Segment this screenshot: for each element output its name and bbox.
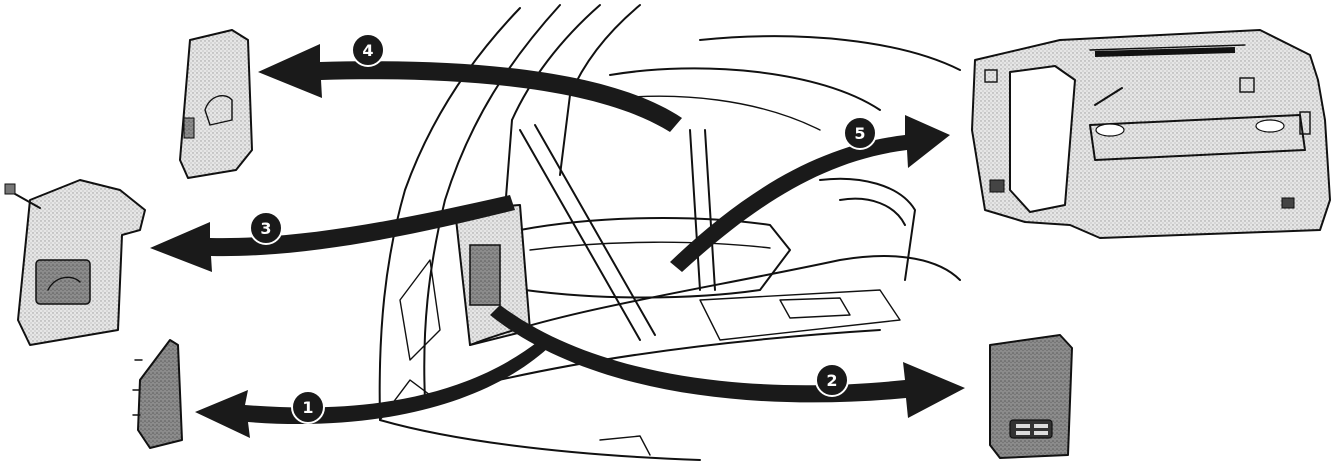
d-pillar-upper-trim-panel xyxy=(180,30,252,178)
callout-1: 1 xyxy=(292,391,324,423)
arrow-2 xyxy=(490,305,965,418)
callout-2: 2 xyxy=(816,364,848,396)
arrow-1 xyxy=(195,340,548,438)
callout-5: 5 xyxy=(844,117,876,149)
callout-3: 3 xyxy=(250,212,282,244)
quarter-trim-panel-assembly xyxy=(972,30,1330,238)
callout-4: 4 xyxy=(352,34,384,66)
arrow-4 xyxy=(258,44,682,132)
svg-text:4: 4 xyxy=(362,41,373,60)
c-pillar-lower-trim-panel xyxy=(5,180,145,345)
svg-text:5: 5 xyxy=(854,124,865,143)
svg-text:1: 1 xyxy=(302,398,313,417)
quarter-corner-trim-piece xyxy=(133,340,182,448)
quarter-vent-trim-cover xyxy=(990,335,1072,458)
svg-text:3: 3 xyxy=(260,219,271,238)
svg-text:2: 2 xyxy=(826,371,837,390)
